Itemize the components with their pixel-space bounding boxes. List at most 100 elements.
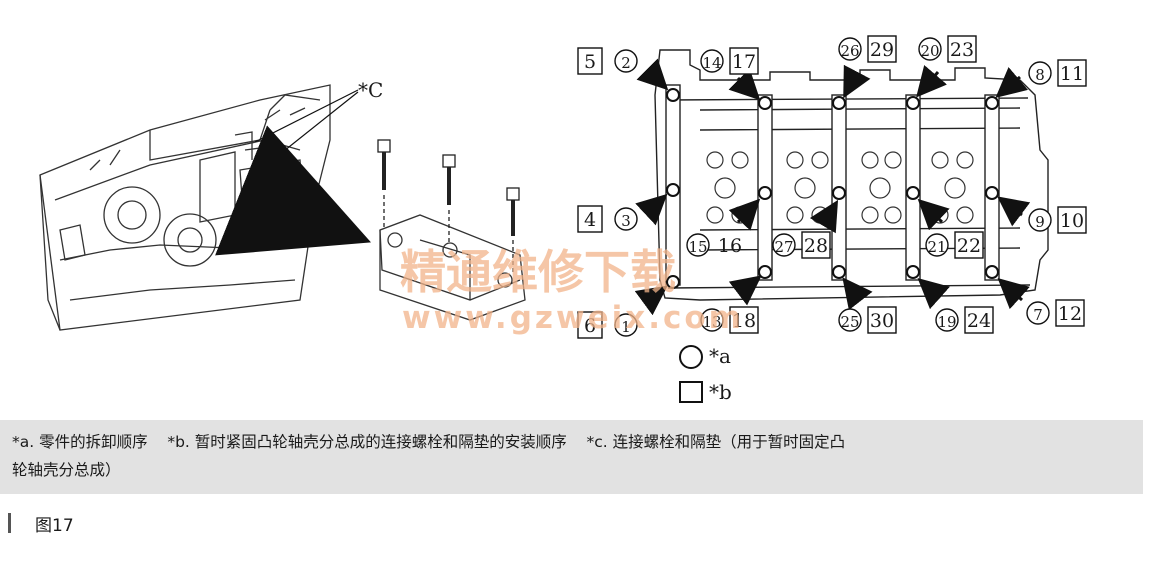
bolt-callout-pair: 21 22 — [925, 231, 984, 259]
bolt-callout-pair: 16 — [577, 311, 638, 339]
callout-circle — [935, 308, 959, 332]
callout-circle-number: 2 — [621, 54, 631, 72]
callout-square-number: 18 — [732, 310, 756, 332]
callout-square — [1055, 299, 1085, 327]
caption-b: *b. 暂时紧固凸轮轴壳分总成的连接螺栓和隔垫的安装顺序 — [167, 433, 567, 451]
callout-square — [954, 231, 984, 259]
legend: *a *b — [679, 344, 732, 404]
callout-square-number: 6 — [584, 315, 596, 337]
callout-circle — [1028, 208, 1052, 232]
callout-square-number: 16 — [718, 235, 742, 257]
callout-circle — [838, 308, 862, 332]
label-c-leaders — [249, 89, 359, 179]
callout-circle-number: 15 — [688, 238, 707, 256]
camshaft-housing-topview — [654, 49, 1049, 301]
callout-circle-number: 21 — [927, 238, 946, 256]
callout-square — [1057, 206, 1087, 234]
callout-circle-number: 8 — [1035, 66, 1045, 84]
figure-label: 图17 — [8, 509, 74, 537]
bolt-callout-pair: 27 28 — [772, 231, 831, 259]
callout-circle-number: 19 — [937, 313, 956, 331]
engine-head-sketch — [39, 84, 331, 331]
callout-square — [577, 47, 603, 75]
callout-circle-number: 9 — [1035, 213, 1045, 231]
callout-circle-number: 7 — [1033, 306, 1043, 324]
callout-circle — [686, 233, 710, 257]
callout-square — [964, 306, 994, 334]
removed-bracket-part — [379, 214, 526, 321]
callout-square-number: 24 — [967, 310, 991, 332]
watermark-text: 精通维修下载 — [400, 245, 676, 299]
callout-circle-number: 26 — [840, 42, 859, 60]
figure-label-text: 图17 — [35, 515, 74, 536]
bolt-callout-pair: 34 — [577, 205, 638, 233]
callout-square-number: 11 — [1060, 63, 1084, 85]
callout-square-number: 5 — [584, 51, 596, 73]
journal-circles — [706, 151, 974, 224]
bolt-callout-pair: 9 10 — [1028, 206, 1087, 234]
callout-circle — [700, 49, 724, 73]
bolt-callout-pair: 25 30 — [838, 306, 897, 334]
callout-square — [801, 231, 831, 259]
callout-circle-number: 1 — [621, 318, 631, 336]
callout-square — [577, 205, 603, 233]
callout-square-number: 23 — [950, 39, 974, 61]
removal-arrow — [215, 125, 372, 256]
callout-square-number: 28 — [804, 235, 828, 257]
callout-circle — [918, 37, 942, 61]
callout-circle-number: 20 — [920, 42, 939, 60]
watermark-url: www.gzweix.com — [402, 300, 744, 336]
callout-square-number: 29 — [870, 39, 894, 61]
legend-square-symbol — [679, 381, 703, 403]
callout-circle-number: 14 — [702, 54, 721, 72]
bolt-callout-pair: 14 17 — [700, 47, 759, 75]
callout-square — [867, 35, 897, 63]
callout-square — [947, 35, 977, 63]
figure-label-bar — [8, 513, 11, 533]
bolt-callout-pair: 26 29 — [838, 35, 897, 63]
legend-square-label: *b — [709, 380, 732, 404]
callout-circle-number: 27 — [774, 238, 793, 256]
callout-circle-number: 25 — [840, 313, 859, 331]
label-c: *C — [358, 78, 383, 102]
caption-a: *a. 零件的拆卸顺序 — [12, 433, 148, 451]
caption-c-line2: 轮轴壳分总成） — [12, 461, 121, 479]
legend-circle-label: *a — [709, 344, 731, 368]
callout-circle — [772, 233, 796, 257]
diagram-figure: *C — [39, 35, 1087, 404]
callout-square — [729, 306, 759, 334]
callout-circle — [700, 308, 724, 332]
caption-band: *a. 零件的拆卸顺序 *b. 暂时紧固凸轮轴壳分总成的连接螺栓和隔垫的安装顺序… — [0, 420, 1143, 494]
callout-circle-number: 3 — [621, 212, 631, 230]
callout-circle — [838, 37, 862, 61]
callout-square-number: 4 — [584, 209, 596, 231]
callout-square-number: 10 — [1060, 210, 1084, 232]
callout-square-number: 30 — [870, 310, 894, 332]
housing-bolt-heads — [666, 88, 999, 289]
callout-circle — [1026, 301, 1050, 325]
bolts — [377, 139, 520, 272]
callout-circle-number: 13 — [702, 313, 721, 331]
callout-square-number: 17 — [732, 51, 756, 73]
callout-square-number: 22 — [957, 235, 981, 257]
callout-circle — [614, 207, 638, 231]
bolt-callout-pair: 13 18 — [700, 306, 759, 334]
bolt-callout-pair: 8 11 — [1028, 59, 1087, 87]
legend-circle-symbol — [679, 345, 703, 369]
callout-square — [867, 306, 897, 334]
callout-square — [1057, 59, 1087, 87]
callout-square — [729, 47, 759, 75]
callout-circle — [614, 313, 638, 337]
callout-square — [577, 311, 603, 339]
caption-c-line1: *c. 连接螺栓和隔垫（用于暂时固定凸 — [586, 433, 846, 451]
callout-circle — [1028, 61, 1052, 85]
bolt-pointer-arrows — [634, 58, 1031, 316]
callout-circle — [925, 233, 949, 257]
bolt-callout-pair: 25 — [577, 47, 638, 75]
callout-circle — [614, 49, 638, 73]
